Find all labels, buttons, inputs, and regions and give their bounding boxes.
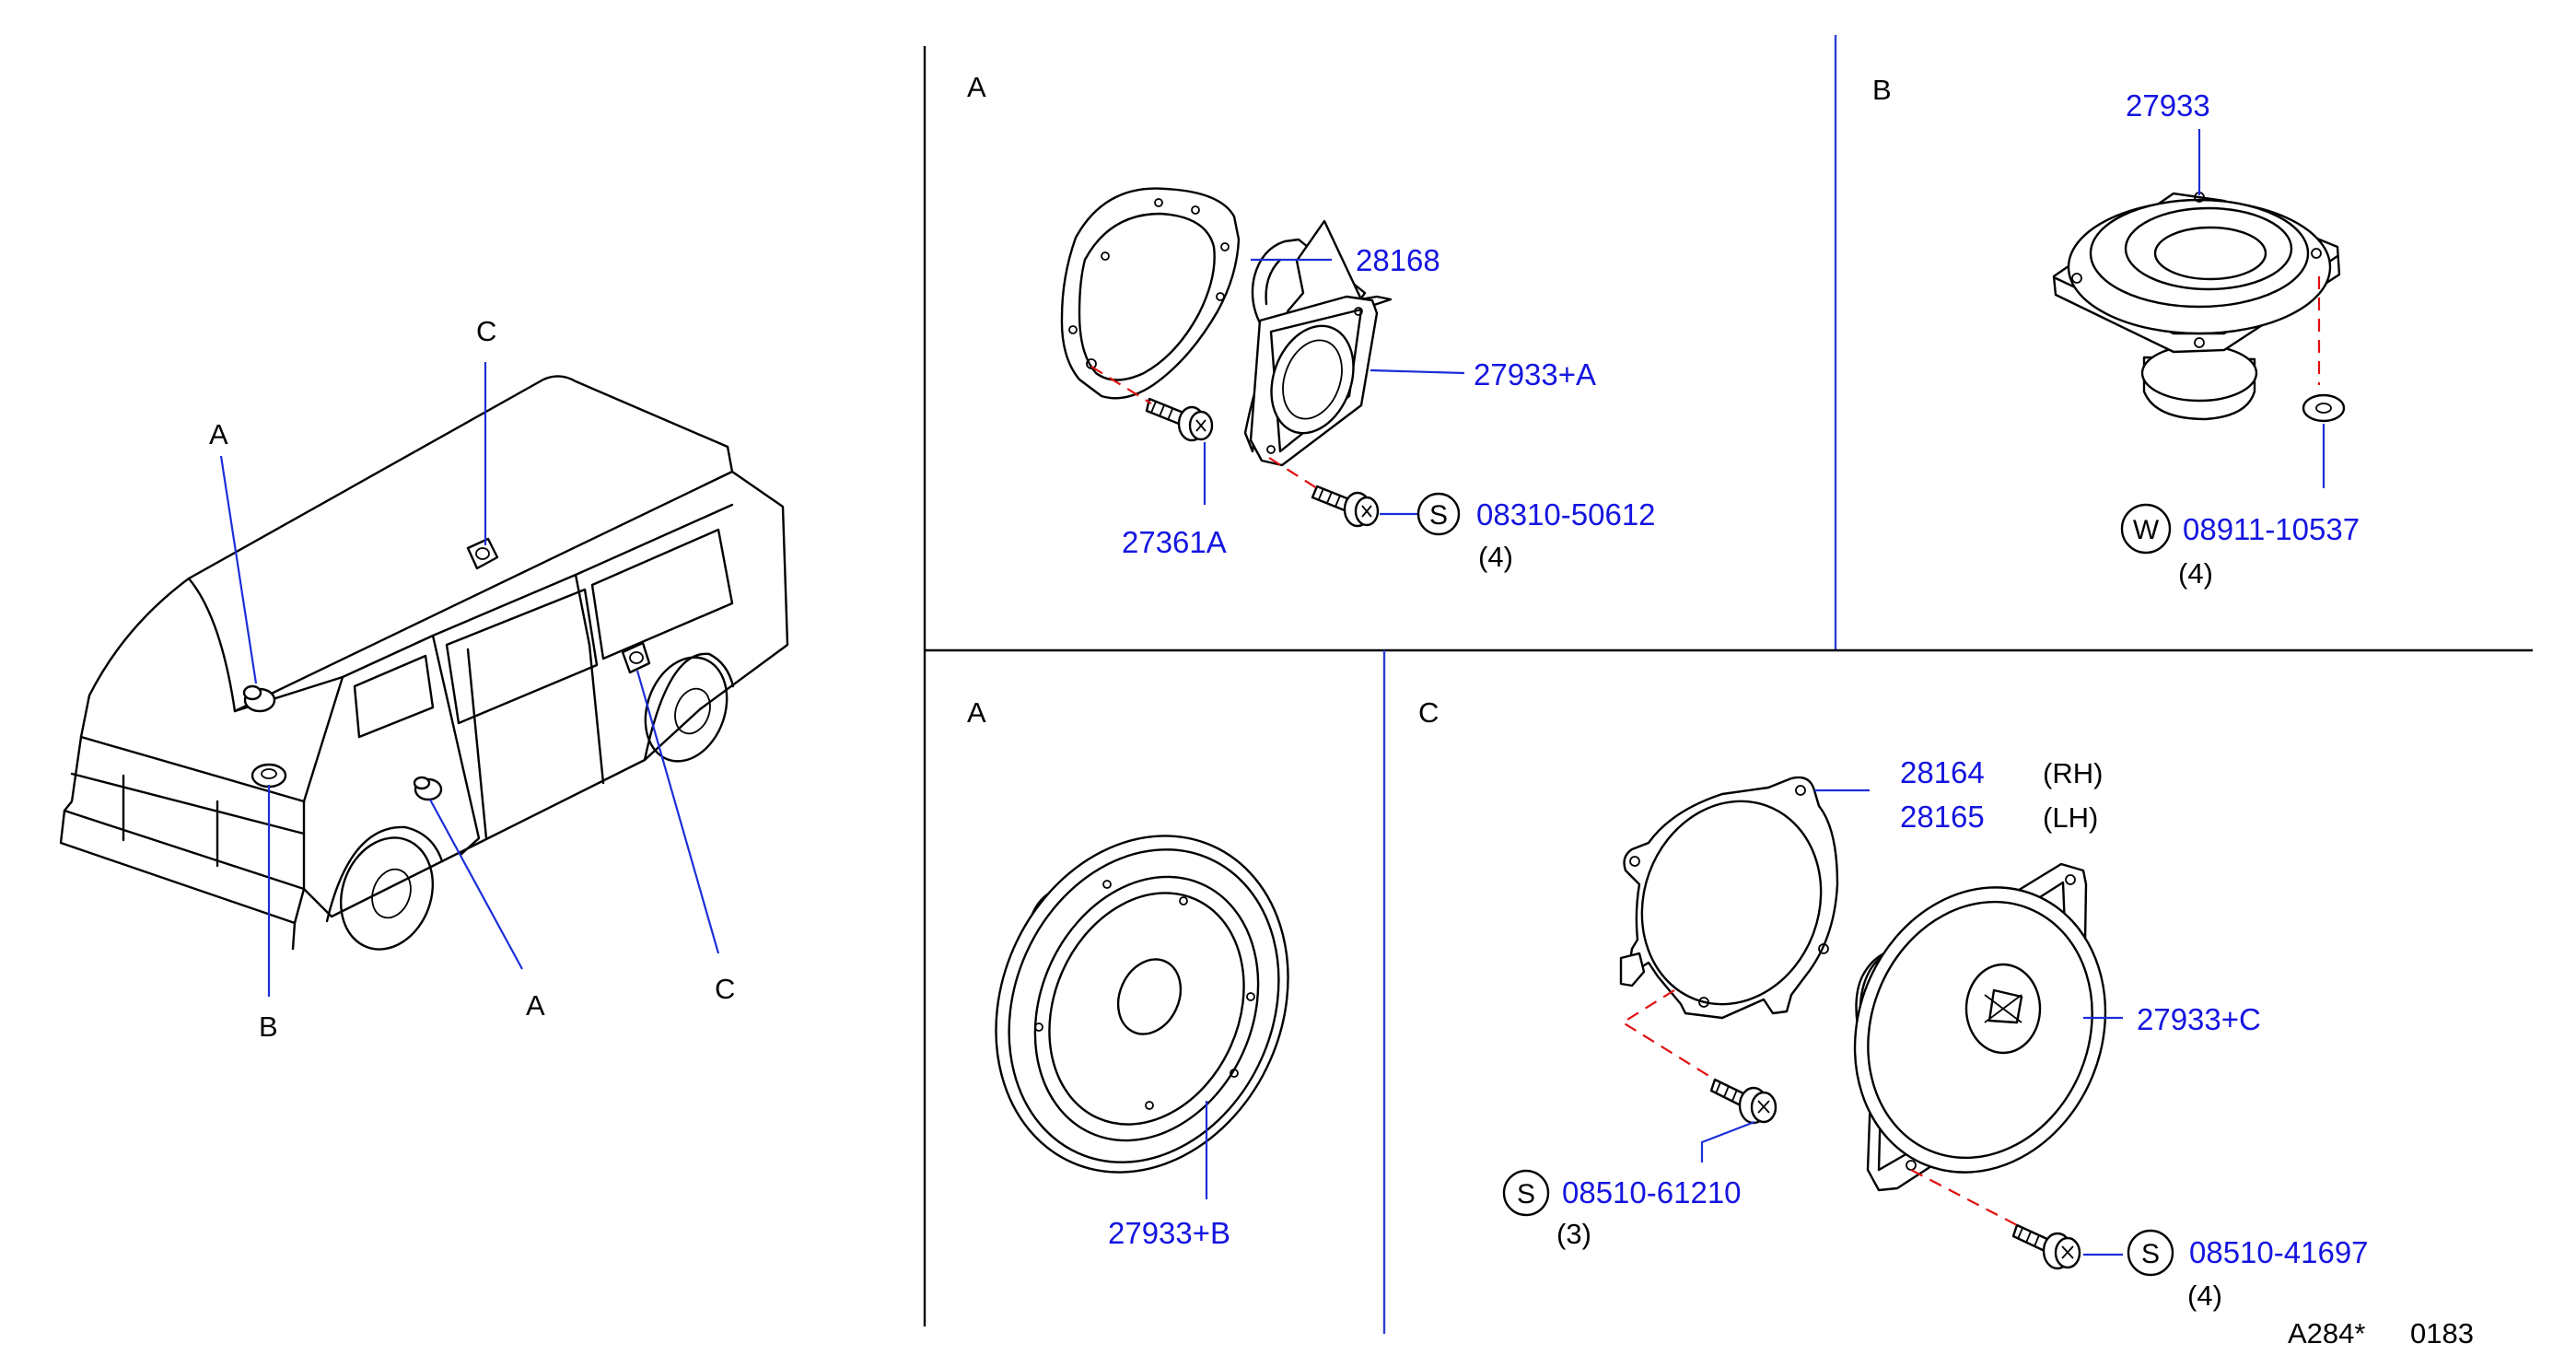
van-callout-b: B xyxy=(259,1011,278,1043)
panel-a-top-title: A xyxy=(967,71,986,103)
speaker-mark-c-rear xyxy=(621,641,651,674)
side-28165-lh: (LH) xyxy=(2043,801,2098,834)
speaker-mark-b-dash xyxy=(251,763,287,789)
footer-code: A284* xyxy=(2288,1317,2365,1349)
side-28164-rh: (RH) xyxy=(2043,757,2103,789)
screw-08310-50612 xyxy=(1311,485,1380,528)
van-callout-leaders xyxy=(219,362,720,997)
part-27933: 27933 xyxy=(2126,88,2210,123)
speaker-27933 xyxy=(2052,192,2341,421)
qty-08510-41697: (4) xyxy=(2187,1279,2222,1312)
symbol-s-08510-41697: S xyxy=(2141,1239,2160,1269)
panel-frame xyxy=(923,35,2533,1334)
van-callout-a-upper: A xyxy=(209,418,228,450)
part-08510-41697: 08510-41697 xyxy=(2189,1235,2369,1269)
gasket-28168 xyxy=(1060,187,1241,400)
symbol-s-08310: S xyxy=(1429,500,1448,531)
qty-08310-50612: (4) xyxy=(1478,541,1513,573)
qty-08510-61210: (3) xyxy=(1556,1218,1591,1250)
screw-08510-41697 xyxy=(2011,1223,2081,1270)
panel-c-title: C xyxy=(1418,696,1439,729)
symbol-s-08510-61210: S xyxy=(1517,1179,1535,1209)
part-27933-b: 27933+B xyxy=(1108,1216,1230,1250)
footer-number: 0183 xyxy=(2410,1317,2474,1349)
screw-08510-61210 xyxy=(1709,1078,1778,1125)
part-08911-10537: 08911-10537 xyxy=(2183,512,2360,546)
bracket-28164-28165 xyxy=(1619,776,1839,1020)
part-08310-50612: 08310-50612 xyxy=(1476,497,1656,532)
speaker-mark-a-door xyxy=(413,776,443,801)
van-callout-a-lower: A xyxy=(526,989,545,1022)
part-08510-61210: 08510-61210 xyxy=(1562,1175,1742,1209)
qty-08911-10537: (4) xyxy=(2178,557,2213,590)
part-27361a: 27361A xyxy=(1122,525,1227,559)
washer-08911 xyxy=(2302,393,2346,423)
panel-b-title: B xyxy=(1872,74,1892,106)
symbol-w-08911: W xyxy=(2133,515,2160,545)
part-28165: 28165 xyxy=(1900,800,1985,834)
speaker-27933b xyxy=(995,835,1289,1174)
speaker-mark-a-dash xyxy=(242,684,276,713)
screw-27361a xyxy=(1145,397,1214,442)
speaker-27933a xyxy=(1243,219,1393,467)
part-27933-c: 27933+C xyxy=(2137,1002,2261,1036)
van-callout-c-lower: C xyxy=(715,973,735,1005)
part-28164: 28164 xyxy=(1900,755,1985,789)
van-callout-c-upper: C xyxy=(476,315,496,347)
speaker-27933c xyxy=(1853,862,2107,1192)
part-28168: 28168 xyxy=(1356,243,1440,277)
panel-a-bottom-title: A xyxy=(967,696,986,729)
part-27933-a: 27933+A xyxy=(1474,357,1596,391)
van-illustration xyxy=(59,375,789,951)
speaker-mark-c-roof xyxy=(466,537,499,570)
